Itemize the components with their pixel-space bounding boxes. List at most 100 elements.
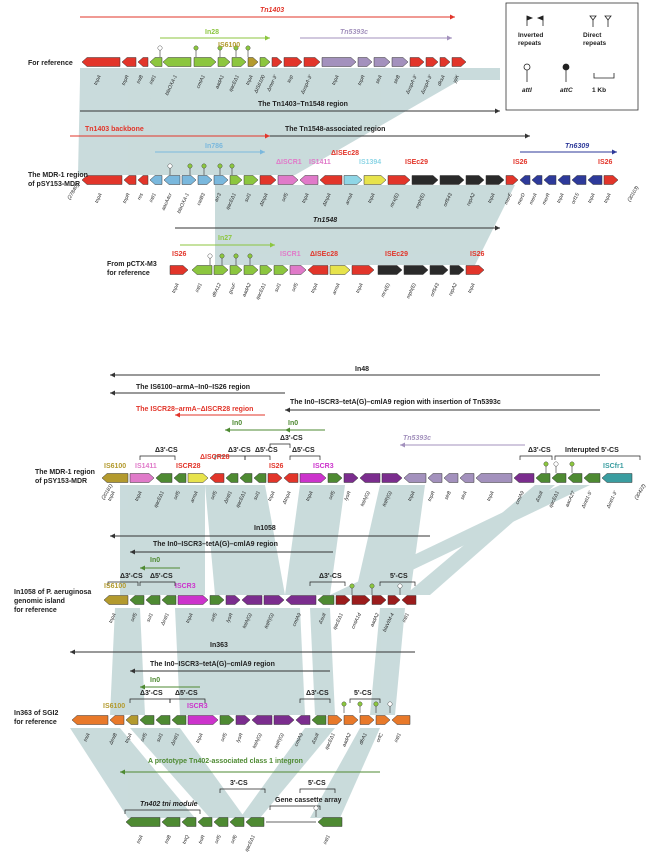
gene-label: ΔintI1 (223, 490, 234, 505)
gene-arrow (219, 715, 235, 725)
gene-label: tnpR (122, 192, 132, 204)
gene-arrow (125, 817, 161, 827)
gene-label: sup (286, 74, 295, 84)
gene-arrow (267, 473, 283, 483)
gene-arrow (295, 715, 311, 725)
gene-label: cmlA9 (293, 732, 304, 747)
gene-arrow (329, 265, 351, 275)
gene-label: qacEΔ1 (332, 612, 345, 631)
gene-arrow (251, 715, 273, 725)
coord-row4-right: (30422) (634, 483, 648, 501)
discr28-row4-label: ΔISCR28 (200, 454, 230, 461)
gene-arrow (475, 473, 513, 483)
gene-arrow (101, 473, 129, 483)
bar-arrowhead (525, 133, 530, 139)
gene-arrow (162, 57, 192, 67)
gene-label: armA (344, 192, 355, 206)
gene-arrow (213, 265, 229, 275)
is26-row3-a: IS26 (172, 251, 187, 258)
gene-label: tnpA (245, 74, 255, 86)
cs-row4-3: Δ5'-CS (255, 447, 278, 454)
bar-arrowhead (260, 149, 265, 155)
gene-label: orf5 (210, 490, 219, 501)
gene-arrow (351, 595, 371, 605)
gene-arrow (343, 715, 359, 725)
gene-arrow (439, 57, 451, 67)
bar-arrowhead (110, 372, 115, 378)
gene-arrow (155, 473, 173, 483)
gene-arrow (177, 595, 209, 605)
gene-arrow (543, 175, 557, 185)
gene-label: lysR (343, 490, 353, 502)
scale-bar-icon (593, 73, 615, 79)
gene-label: orf6 (230, 834, 239, 845)
gene-label: intI1 (322, 834, 332, 845)
gene-label: tnpA (124, 732, 134, 744)
gene-label: qacEΔ1 (255, 282, 268, 301)
gene-label: intI1 (401, 612, 411, 623)
gene-arrow (181, 817, 197, 827)
homology-shading (70, 68, 590, 818)
gene-arrow (243, 175, 259, 185)
gene-label: mrx(E) (380, 282, 392, 298)
bar-arrowhead (140, 684, 145, 690)
gene-label: tnpA (267, 490, 277, 502)
gene-label: tnpA (487, 192, 497, 204)
cs-row6-1: Δ3'-CS (140, 690, 163, 697)
gene-arrow (161, 595, 177, 605)
gene-label: orf5 (173, 490, 182, 501)
gene-arrow (551, 473, 567, 483)
attc-icon (341, 701, 347, 707)
is6100-row6-label: IS6100 (103, 703, 125, 710)
bar-arrowhead (120, 769, 125, 775)
gene-label: arr3 (214, 192, 223, 203)
gene-label: qacEΔ1 (244, 834, 257, 853)
iscr1-row3-label: ISCR1 (280, 251, 301, 258)
gene-label: tnpA (185, 612, 195, 624)
gene-label: aadA2 (369, 612, 381, 628)
atti-icon (207, 253, 213, 259)
gene-arrow (217, 57, 231, 67)
iscr28-row4-label: ISCR28 (176, 463, 201, 470)
homology-shade (240, 728, 335, 818)
gene-arrow (583, 473, 601, 483)
gene-label: tnpR (427, 490, 437, 502)
row4-label-1: The MDR-1 region (35, 469, 95, 476)
bar-arrowhead (175, 412, 180, 418)
gene-arrow (387, 175, 411, 185)
gene-arrow (253, 473, 267, 483)
homology-shade (310, 728, 380, 818)
cs-bracket (139, 455, 176, 460)
gene-label: orfC (375, 732, 385, 743)
gene-label: mph(E) (405, 282, 418, 300)
cs-bracket (139, 581, 176, 586)
gene-arrow (377, 265, 403, 275)
gene-arrow (603, 175, 619, 185)
attc-icon (187, 163, 193, 169)
cs-bracket (519, 455, 553, 460)
gene-arrow (513, 473, 535, 483)
is6100-row1-label: IS6100 (218, 42, 240, 49)
gene-arrow (465, 175, 485, 185)
gene-arrow (209, 595, 225, 605)
gene-label: ΔsulI (317, 612, 328, 626)
gene-arrow (209, 473, 225, 483)
gene-label: tnpA (108, 612, 118, 624)
gene-label: cmlA1 (195, 74, 206, 89)
gene-arrow (181, 175, 197, 185)
cs-bracket (379, 581, 416, 586)
bar-arrowhead (270, 242, 275, 248)
gene-arrow (429, 265, 449, 275)
direct-label-1: Direct (583, 32, 602, 39)
gene-arrow (531, 175, 543, 185)
gene-arrow (191, 265, 213, 275)
gene-arrow (123, 175, 137, 185)
in28-label: In28 (205, 29, 219, 36)
gene-arrow (259, 57, 271, 67)
cs-row5-2: Δ5'-CS (150, 573, 173, 580)
gene-label: orf15 (571, 192, 581, 205)
gene-arrow (229, 175, 243, 185)
row6-label-1: In363 of SGI2 (14, 710, 58, 717)
gene-arrow (327, 715, 343, 725)
gene-label: tniA (136, 834, 145, 845)
